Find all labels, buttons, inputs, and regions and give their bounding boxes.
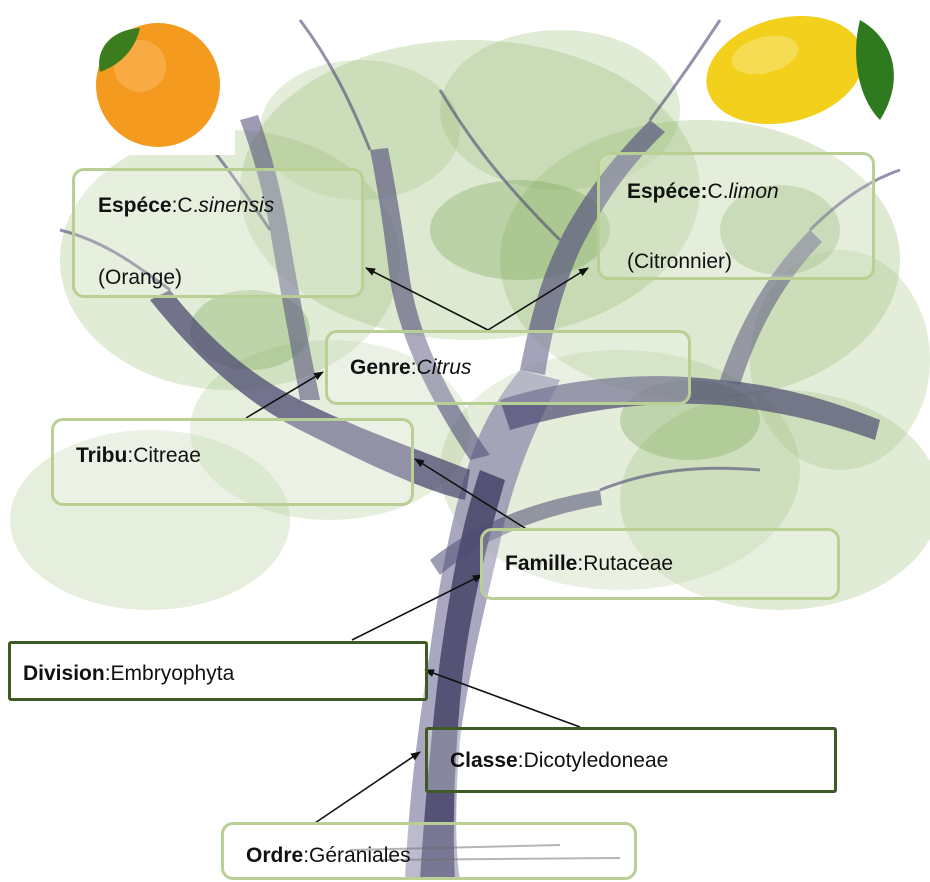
division-label: Division	[23, 662, 105, 685]
species-label: Espéce:	[627, 180, 708, 203]
class-label: Classe	[450, 749, 518, 772]
species-orange-box: Espéce:C.sinensis (Orange)	[72, 168, 364, 298]
lemon-fruit-icon	[695, 0, 894, 140]
genus-box: Genre:Citrus	[325, 330, 691, 405]
species-name: sinensis	[198, 194, 274, 217]
species-lemon-box: Espéce:C.limon (Citronnier)	[597, 152, 875, 280]
tribe-value: Citreae	[133, 444, 201, 467]
species-label: Espéce	[98, 194, 172, 217]
family-value: Rutaceae	[583, 552, 673, 575]
order-box: Ordre:Géraniales	[221, 822, 637, 880]
common-name: (Citronnier)	[627, 249, 732, 274]
class-box: Classe:Dicotyledoneae	[425, 727, 837, 793]
family-box: Famille:Rutaceae	[480, 528, 840, 600]
species-name: limon	[729, 180, 779, 203]
order-label: Ordre	[246, 844, 303, 867]
genus-label: Genre	[350, 356, 411, 379]
class-value: Dicotyledoneae	[524, 749, 669, 772]
orange-fruit-icon	[70, 0, 235, 155]
common-name: (Orange)	[98, 265, 182, 290]
division-box: Division:Embryophyta	[8, 641, 428, 701]
order-value: Géraniales	[309, 844, 411, 867]
genus-value: Citrus	[417, 356, 472, 379]
tribe-box: Tribu:Citreae	[51, 418, 414, 506]
family-label: Famille	[505, 552, 577, 575]
tribe-label: Tribu	[76, 444, 127, 467]
division-value: Embryophyta	[111, 662, 235, 685]
